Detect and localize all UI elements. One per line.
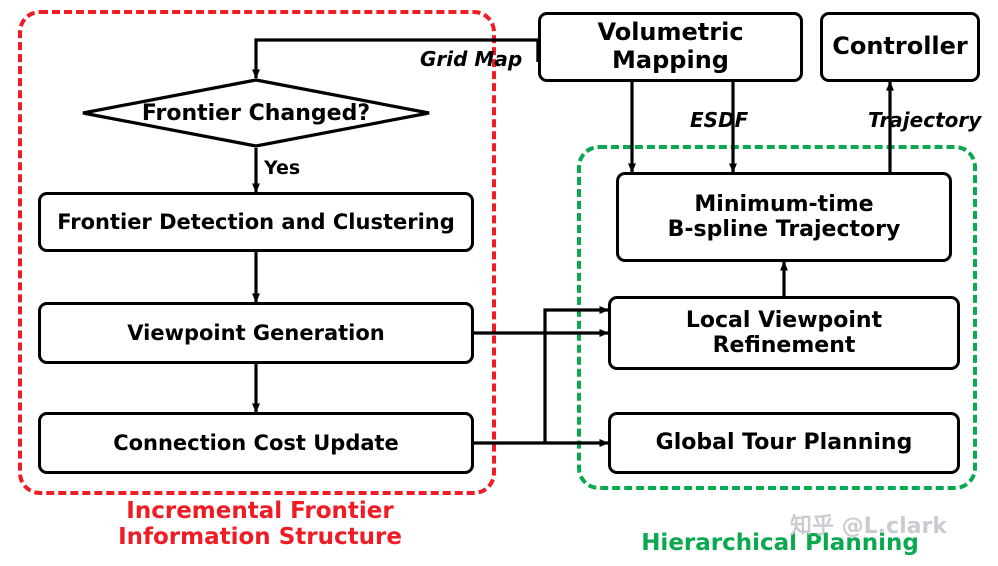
node-controller[interactable]: Controller: [820, 12, 980, 82]
node-volumetric-mapping-label: Volumetric Mapping: [597, 18, 744, 74]
node-viewpoint-generation[interactable]: Viewpoint Generation: [38, 302, 474, 364]
node-local-viewpoint-refinement-label: Local Viewpoint Refinement: [685, 307, 883, 358]
group-label-incremental-frontier: Incremental Frontier Information Structu…: [118, 498, 402, 551]
group-frame-incremental-frontier: [18, 10, 496, 495]
node-frontier-changed-label: Frontier Changed?: [141, 100, 371, 126]
group-label-hierarchical-planning: Hierarchical Planning: [641, 530, 919, 556]
node-volumetric-mapping[interactable]: Volumetric Mapping: [538, 12, 803, 82]
edge-label-esdf: ESDF: [690, 108, 749, 132]
node-global-tour-planning-label: Global Tour Planning: [655, 430, 913, 456]
node-minimum-time-trajectory[interactable]: Minimum-time B-spline Trajectory: [616, 172, 952, 262]
node-frontier-changed[interactable]: Frontier Changed?: [80, 78, 432, 148]
edge-label-yes: Yes: [264, 157, 301, 179]
edge-label-trajectory: Trajectory: [868, 108, 982, 132]
node-connection-cost-update-label: Connection Cost Update: [113, 430, 399, 455]
node-local-viewpoint-refinement[interactable]: Local Viewpoint Refinement: [608, 296, 960, 370]
node-global-tour-planning[interactable]: Global Tour Planning: [608, 412, 960, 474]
node-frontier-detection-label: Frontier Detection and Clustering: [57, 209, 455, 234]
node-connection-cost-update[interactable]: Connection Cost Update: [38, 412, 474, 474]
node-controller-label: Controller: [832, 32, 968, 61]
node-minimum-time-trajectory-label: Minimum-time B-spline Trajectory: [667, 191, 901, 242]
edge-label-grid-map: Grid Map: [420, 47, 523, 71]
node-frontier-detection[interactable]: Frontier Detection and Clustering: [38, 192, 474, 252]
watermark: 知乎 @L.clark: [790, 514, 947, 539]
node-viewpoint-generation-label: Viewpoint Generation: [127, 320, 385, 345]
